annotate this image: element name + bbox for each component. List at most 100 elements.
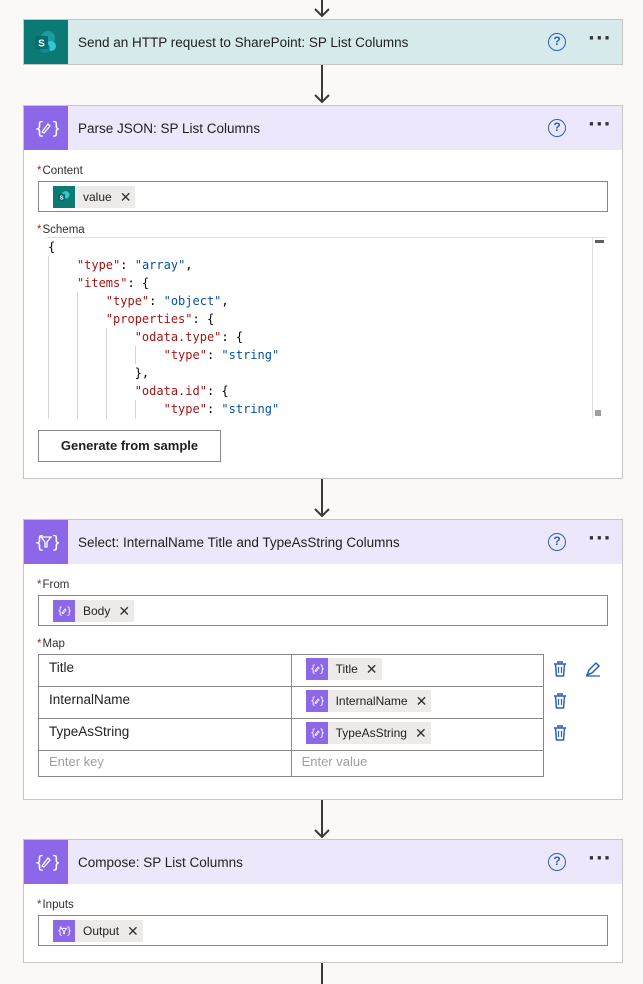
- title-token-label: Title: [335, 662, 358, 676]
- compose-card[interactable]: { } Compose: SP List Columns ? ··· *Inpu…: [23, 839, 623, 963]
- title-token[interactable]: {} Title ✕: [305, 658, 382, 680]
- switch-to-text-mode-icon[interactable]: [584, 660, 602, 682]
- internalname-token[interactable]: {} InternalName ✕: [305, 690, 432, 712]
- enter-key-input[interactable]: Enter key: [38, 750, 292, 777]
- help-icon[interactable]: ?: [548, 119, 566, 137]
- compose-header[interactable]: { } Compose: SP List Columns ? ···: [24, 840, 622, 884]
- table-row: InternalName {} InternalName ✕: [38, 686, 545, 719]
- schema-editor[interactable]: { "type": "array", "items": { "type": "o…: [48, 237, 606, 419]
- sharepoint-icon: S: [53, 186, 75, 208]
- map-key-cell[interactable]: InternalName: [38, 686, 292, 719]
- svg-text:}: }: [319, 696, 324, 707]
- help-icon[interactable]: ?: [548, 853, 566, 871]
- body-token-label: Body: [83, 604, 111, 618]
- expression-icon: {}: [305, 722, 328, 744]
- svg-text:{: {: [310, 696, 316, 707]
- schema-scrollbar[interactable]: [592, 238, 606, 419]
- select-header[interactable]: { } Select: InternalName Title and TypeA…: [24, 520, 622, 564]
- delete-row-icon[interactable]: [552, 692, 568, 714]
- remove-token-icon[interactable]: ✕: [414, 725, 427, 741]
- typeasstring-token[interactable]: {} TypeAsString ✕: [305, 722, 431, 744]
- svg-text:}: }: [66, 606, 71, 617]
- from-label: *From: [37, 579, 70, 591]
- expression-icon: {}: [53, 920, 75, 942]
- remove-token-icon[interactable]: ✕: [127, 923, 139, 939]
- svg-text:{: {: [310, 728, 316, 739]
- map-value-cell[interactable]: {} InternalName ✕: [290, 686, 545, 719]
- expression-icon: {}: [53, 600, 75, 622]
- content-label: *Content: [37, 165, 83, 177]
- svg-text:}: }: [51, 533, 59, 553]
- select-filter-icon: { }: [24, 520, 68, 564]
- more-options-icon[interactable]: ···: [588, 114, 612, 135]
- svg-text:{: {: [57, 606, 63, 617]
- schema-line: "type": "string": [163, 348, 280, 362]
- http-sharepoint-title: Send an HTTP request to SharePoint: SP L…: [78, 34, 409, 50]
- map-key-cell[interactable]: Title: [38, 654, 292, 687]
- value-token[interactable]: S value ✕: [53, 186, 136, 208]
- delete-row-icon[interactable]: [552, 724, 568, 746]
- scrollbar-thumb[interactable]: [595, 240, 604, 243]
- expression-icon: {}: [305, 658, 328, 680]
- enter-value-input[interactable]: Enter value: [290, 750, 545, 777]
- expression-icon: {}: [305, 690, 328, 712]
- schema-line: "properties": {: [105, 312, 215, 326]
- http-sharepoint-card[interactable]: S Send an HTTP request to SharePoint: SP…: [23, 19, 623, 65]
- content-input[interactable]: S value ✕: [38, 181, 608, 212]
- remove-token-icon[interactable]: ✕: [415, 693, 428, 709]
- table-row: Title {} Title ✕: [38, 654, 545, 687]
- indent-guide: [48, 256, 49, 419]
- connector-arrow-2: [312, 479, 332, 519]
- value-token-label: value: [83, 190, 112, 204]
- schema-line: "type": "string": [163, 402, 280, 416]
- connector-arrow-top: [312, 0, 332, 20]
- http-sharepoint-header[interactable]: S Send an HTTP request to SharePoint: SP…: [24, 20, 622, 64]
- schema-line: "odata.id": {: [134, 384, 229, 398]
- map-value-cell[interactable]: {} Title ✕: [290, 654, 545, 687]
- parse-json-header[interactable]: { } Parse JSON: SP List Columns ? ···: [24, 106, 622, 150]
- output-token[interactable]: {} Output ✕: [53, 920, 143, 942]
- help-icon[interactable]: ?: [548, 33, 566, 51]
- parse-json-title: Parse JSON: SP List Columns: [78, 120, 261, 136]
- more-options-icon[interactable]: ···: [588, 528, 612, 549]
- data-operation-icon: { }: [24, 106, 68, 150]
- internalname-token-label: InternalName: [335, 694, 408, 708]
- svg-text:{: {: [310, 664, 316, 675]
- indent-guide: [77, 292, 78, 419]
- remove-token-icon[interactable]: ✕: [365, 661, 378, 677]
- more-options-icon[interactable]: ···: [588, 28, 612, 49]
- map-value-cell[interactable]: {} TypeAsString ✕: [290, 718, 545, 751]
- svg-text:S: S: [38, 39, 45, 50]
- svg-text:}: }: [319, 664, 324, 675]
- table-row: TypeAsString {} TypeAsString ✕: [38, 718, 545, 751]
- generate-from-sample-button[interactable]: Generate from sample: [38, 430, 221, 462]
- remove-token-icon[interactable]: ✕: [118, 603, 131, 619]
- body-token[interactable]: {} Body ✕: [53, 600, 135, 622]
- connector-arrow-3: [312, 800, 332, 840]
- more-options-icon[interactable]: ···: [588, 848, 612, 869]
- data-operation-icon: { }: [24, 840, 68, 884]
- schema-line: "type": "array",: [76, 258, 193, 272]
- connector-line-bottom: [312, 963, 332, 984]
- delete-row-icon[interactable]: [552, 660, 568, 682]
- schema-line: "items": {: [76, 276, 150, 290]
- from-input[interactable]: {} Body ✕: [38, 595, 608, 626]
- remove-token-icon[interactable]: ✕: [119, 189, 132, 205]
- parse-json-card[interactable]: { } Parse JSON: SP List Columns ? ··· *C…: [23, 105, 623, 479]
- compose-title: Compose: SP List Columns: [78, 854, 243, 870]
- select-title: Select: InternalName Title and TypeAsStr…: [78, 534, 400, 550]
- svg-text:S: S: [60, 195, 64, 201]
- svg-text:{: {: [57, 926, 63, 937]
- schema-line: "odata.type": {: [134, 330, 244, 344]
- help-icon[interactable]: ?: [548, 533, 566, 551]
- scrollbar-corner: [595, 410, 601, 416]
- typeasstring-token-label: TypeAsString: [335, 726, 407, 740]
- svg-text:}: }: [51, 119, 59, 139]
- svg-text:}: }: [319, 728, 324, 739]
- svg-text:}: }: [66, 926, 71, 937]
- svg-text:}: }: [51, 853, 59, 873]
- select-card[interactable]: { } Select: InternalName Title and TypeA…: [23, 519, 623, 800]
- inputs-input[interactable]: {} Output ✕: [38, 915, 608, 946]
- indent-guide: [135, 346, 136, 364]
- map-key-cell[interactable]: TypeAsString: [38, 718, 292, 751]
